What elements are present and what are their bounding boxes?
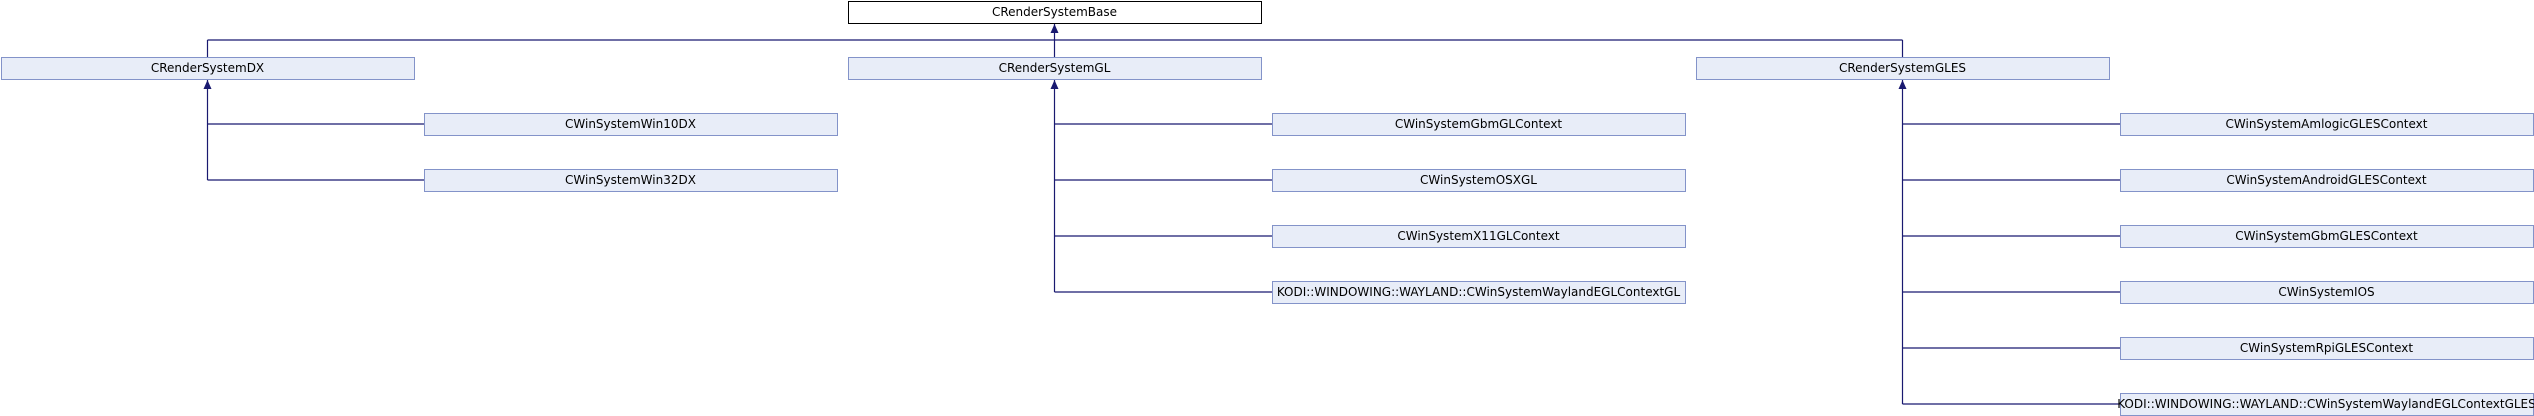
node-crendersystemgles-label: CRenderSystemGLES [1839, 61, 1966, 75]
node-win32dx-box [424, 169, 838, 192]
node-crendersystemdx-box [1, 57, 415, 80]
node-ios[interactable]: CWinSystemIOS [2120, 281, 2534, 304]
node-android[interactable]: CWinSystemAndroidGLESContext [2120, 169, 2534, 192]
node-crendersystemdx-label: CRenderSystemDX [151, 61, 264, 75]
node-x11gl-box [1272, 225, 1686, 248]
node-crendersystemgles[interactable]: CRenderSystemGLES [1696, 57, 2110, 80]
node-ios-label: CWinSystemIOS [2278, 285, 2374, 299]
inheritance-edges [203, 24, 2120, 405]
node-waylandgles[interactable]: KODI::WINDOWING::WAYLAND::CWinSystemWayl… [2117, 393, 2534, 416]
node-crendersystemgl-box [848, 57, 1262, 80]
node-waylandgl-box [1272, 281, 1686, 304]
node-osxgl-box [1272, 169, 1686, 192]
node-osxgl[interactable]: CWinSystemOSXGL [1272, 169, 1686, 192]
node-rpi-label: CWinSystemRpiGLESContext [2240, 341, 2413, 355]
node-rpi[interactable]: CWinSystemRpiGLESContext [2120, 337, 2534, 360]
node-android-label: CWinSystemAndroidGLESContext [2226, 173, 2427, 187]
node-gbmgl-label: CWinSystemGbmGLContext [1395, 117, 1563, 131]
node-osxgl-label: CWinSystemOSXGL [1420, 173, 1537, 187]
node-crendersystemgl[interactable]: CRenderSystemGL [848, 57, 1262, 80]
node-amlogic[interactable]: CWinSystemAmlogicGLESContext [2120, 113, 2534, 136]
node-waylandgl-label: KODI::WINDOWING::WAYLAND::CWinSystemWayl… [1277, 285, 1681, 299]
node-win32dx-label: CWinSystemWin32DX [565, 173, 696, 187]
node-crendersystemdx[interactable]: CRenderSystemDX [1, 57, 415, 80]
node-gbmgl-box [1272, 113, 1686, 136]
node-waylandgl[interactable]: KODI::WINDOWING::WAYLAND::CWinSystemWayl… [1272, 281, 1686, 304]
node-x11gl[interactable]: CWinSystemX11GLContext [1272, 225, 1686, 248]
node-crendersystembase[interactable]: CRenderSystemBase [848, 1, 1262, 24]
node-win32dx[interactable]: CWinSystemWin32DX [424, 169, 838, 192]
node-win10dx-box [424, 113, 838, 136]
node-crendersystembase-label: CRenderSystemBase [992, 5, 1117, 19]
node-crendersystembase-box [848, 1, 1262, 24]
node-gbmgles[interactable]: CWinSystemGbmGLESContext [2120, 225, 2534, 248]
node-win10dx[interactable]: CWinSystemWin10DX [424, 113, 838, 136]
node-x11gl-label: CWinSystemX11GLContext [1397, 229, 1559, 243]
node-win10dx-label: CWinSystemWin10DX [565, 117, 696, 131]
node-gbmgl[interactable]: CWinSystemGbmGLContext [1272, 113, 1686, 136]
node-gbmgles-label: CWinSystemGbmGLESContext [2235, 229, 2418, 243]
node-amlogic-label: CWinSystemAmlogicGLESContext [2226, 117, 2428, 131]
node-waylandgles-label: KODI::WINDOWING::WAYLAND::CWinSystemWayl… [2117, 397, 2534, 411]
node-crendersystemgles-box [1696, 57, 2110, 80]
node-crendersystemgl-label: CRenderSystemGL [999, 61, 1111, 75]
